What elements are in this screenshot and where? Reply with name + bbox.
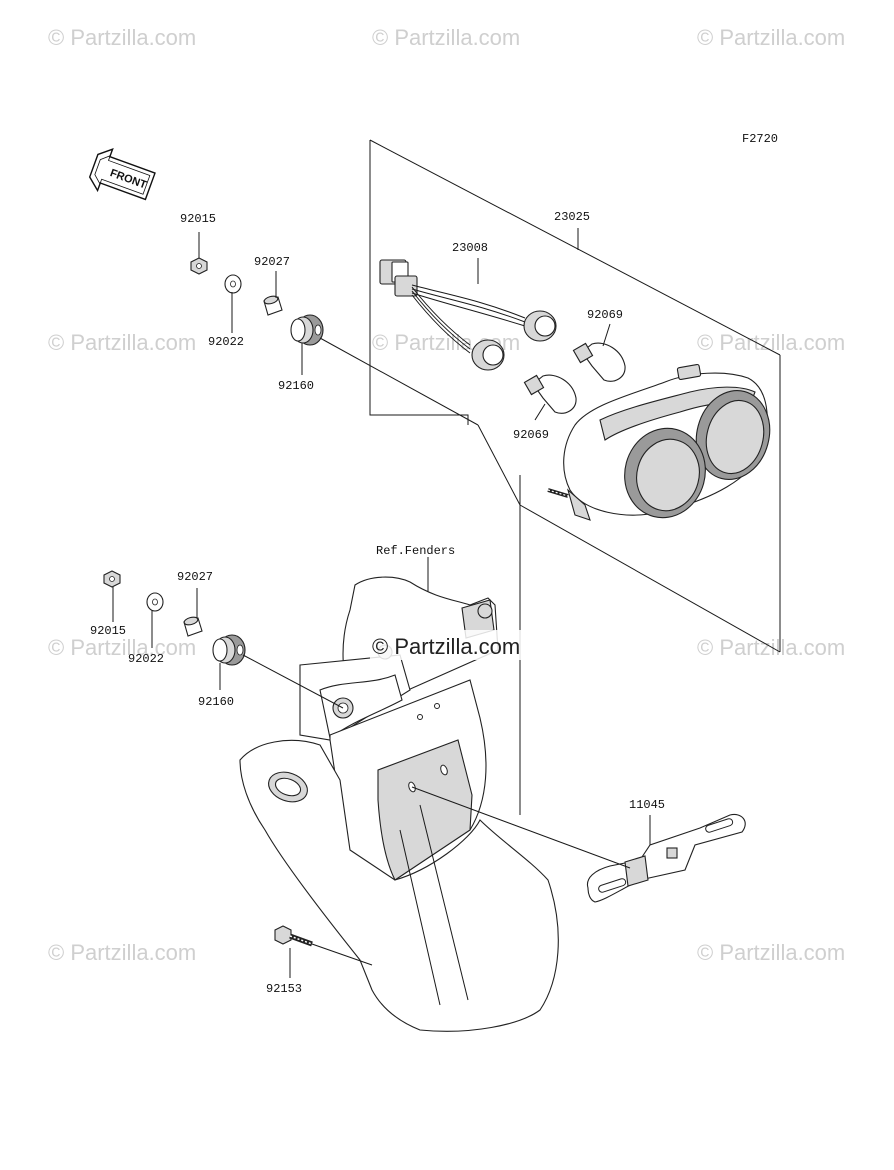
callout-92022-upper: 92022: [208, 335, 244, 349]
bolt-92153: [274, 925, 313, 947]
watermark: © Partzilla.com: [372, 25, 520, 50]
callout-92022-lower: 92022: [128, 652, 164, 666]
callout-11045: 11045: [629, 798, 665, 812]
tail-light-23025: [563, 363, 771, 521]
watermark: © Partzilla.com: [48, 635, 196, 660]
callout-92069-upper: 92069: [587, 308, 623, 322]
collar-92027-lower: [183, 616, 203, 637]
front-arrow-icon: FRONT: [88, 148, 156, 201]
wiring-harness-23008: [379, 259, 557, 371]
callout-92015-lower: 92015: [90, 624, 126, 638]
nut-92015-upper: [190, 257, 208, 275]
nut-92015-lower: [103, 570, 121, 588]
figure-code: F2720: [742, 132, 778, 146]
callout-92027-lower: 92027: [177, 570, 213, 584]
washer-92022-upper: [224, 274, 242, 294]
center-watermark: © Partzilla.com: [370, 630, 546, 660]
license-bracket-11045: [586, 813, 746, 903]
watermark: © Partzilla.com: [697, 25, 845, 50]
bulb-92069-lower: [523, 374, 577, 414]
watermark: © Partzilla.com: [697, 940, 845, 965]
callout-92015-upper: 92015: [180, 212, 216, 226]
watermark-center: © Partzilla.com: [372, 634, 520, 659]
bolt-stud: [547, 488, 569, 498]
watermark: © Partzilla.com: [48, 25, 196, 50]
watermark: © Partzilla.com: [48, 940, 196, 965]
callout-labels: 92015 92027 92022 92160 23025 23008 9206…: [90, 210, 665, 996]
callout-92069-lower: 92069: [513, 428, 549, 442]
callout-92153: 92153: [266, 982, 302, 996]
bulb-92069-upper: [572, 342, 626, 382]
callout-92160-upper: 92160: [278, 379, 314, 393]
grommet-92160-lower: [212, 634, 246, 666]
watermark: © Partzilla.com: [697, 330, 845, 355]
callout-92160-lower: 92160: [198, 695, 234, 709]
watermark: © Partzilla.com: [48, 330, 196, 355]
callout-23025: 23025: [554, 210, 590, 224]
washer-92022-lower: [146, 592, 164, 612]
callout-23008: 23008: [452, 241, 488, 255]
rear-fender: [239, 576, 559, 1032]
callout-92027-upper: 92027: [254, 255, 290, 269]
ref-fenders-label: Ref.Fenders: [376, 544, 455, 558]
grommet-92160-upper: [290, 314, 324, 346]
collar-92027-upper: [263, 295, 283, 316]
